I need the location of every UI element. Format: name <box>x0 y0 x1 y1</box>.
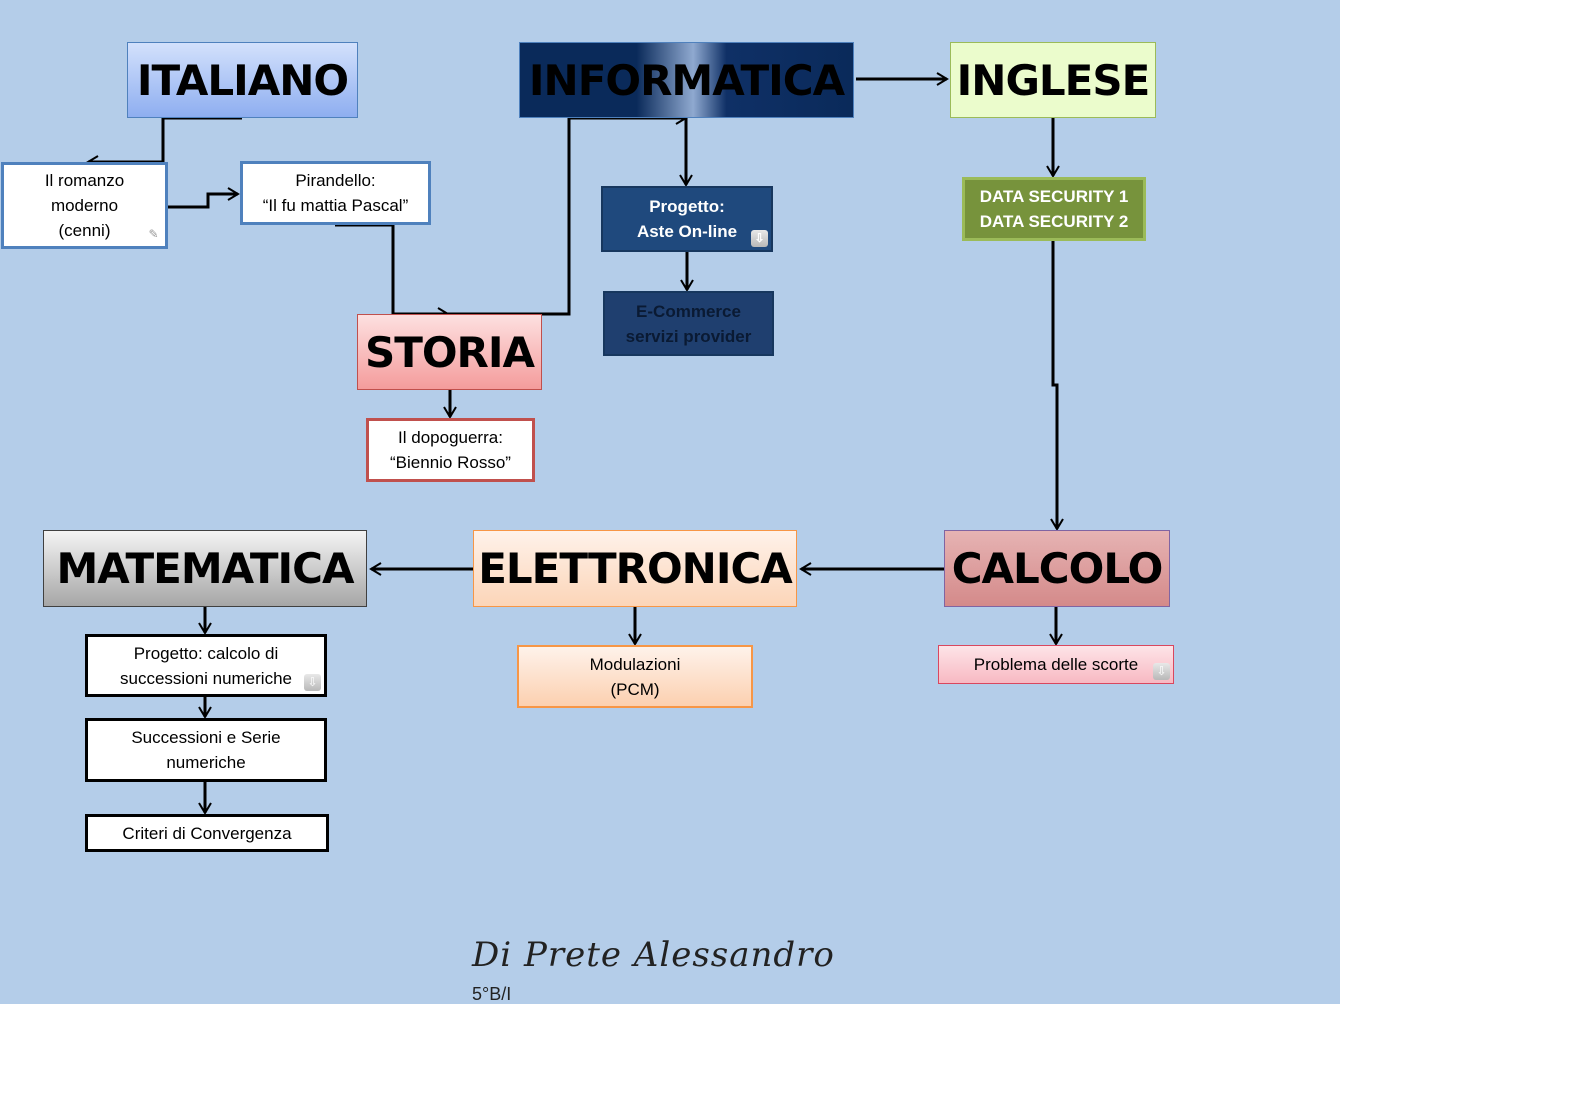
class-label: 5°B/I <box>472 984 512 1004</box>
download-icon[interactable]: ⇩ <box>304 674 321 691</box>
node-dopoguerra: Il dopoguerra: “Biennio Rosso” <box>366 418 535 482</box>
node-progetto-calcolo[interactable]: Progetto: calcolo di successioni numeric… <box>85 634 327 697</box>
author-signature: Di Prete Alessandro <box>472 935 835 975</box>
node-successioni: Successioni e Serie numeriche <box>85 718 327 782</box>
node-criteri: Criteri di Convergenza <box>85 814 329 852</box>
node-storia: STORIA <box>357 314 542 390</box>
node-italiano: ITALIANO <box>127 42 358 118</box>
slide-background <box>0 0 1340 1004</box>
node-elettronica: ELETTRONICA <box>473 530 797 607</box>
node-ecommerce: E-Commerce servizi provider <box>603 291 774 356</box>
node-inglese: INGLESE <box>950 42 1156 118</box>
chart-link-icon[interactable]: ✎ <box>148 227 159 241</box>
node-romanzo[interactable]: Il romanzo moderno (cenni)✎ <box>1 162 168 249</box>
download-icon[interactable]: ⇩ <box>751 230 768 247</box>
node-calcolo: CALCOLO <box>944 530 1170 607</box>
node-pirandello: Pirandello: “Il fu mattia Pascal” <box>240 161 431 225</box>
node-datasec: DATA SECURITY 1 DATA SECURITY 2 <box>962 177 1146 241</box>
node-aste[interactable]: Progetto: Aste On-line⇩ <box>601 186 773 252</box>
node-scorte[interactable]: Problema delle scorte⇩ <box>938 645 1174 684</box>
node-matematica: MATEMATICA <box>43 530 367 607</box>
node-informatica: INFORMATICA <box>519 42 854 118</box>
download-icon[interactable]: ⇩ <box>1153 663 1170 680</box>
node-modulazioni: Modulazioni (PCM) <box>517 645 753 708</box>
